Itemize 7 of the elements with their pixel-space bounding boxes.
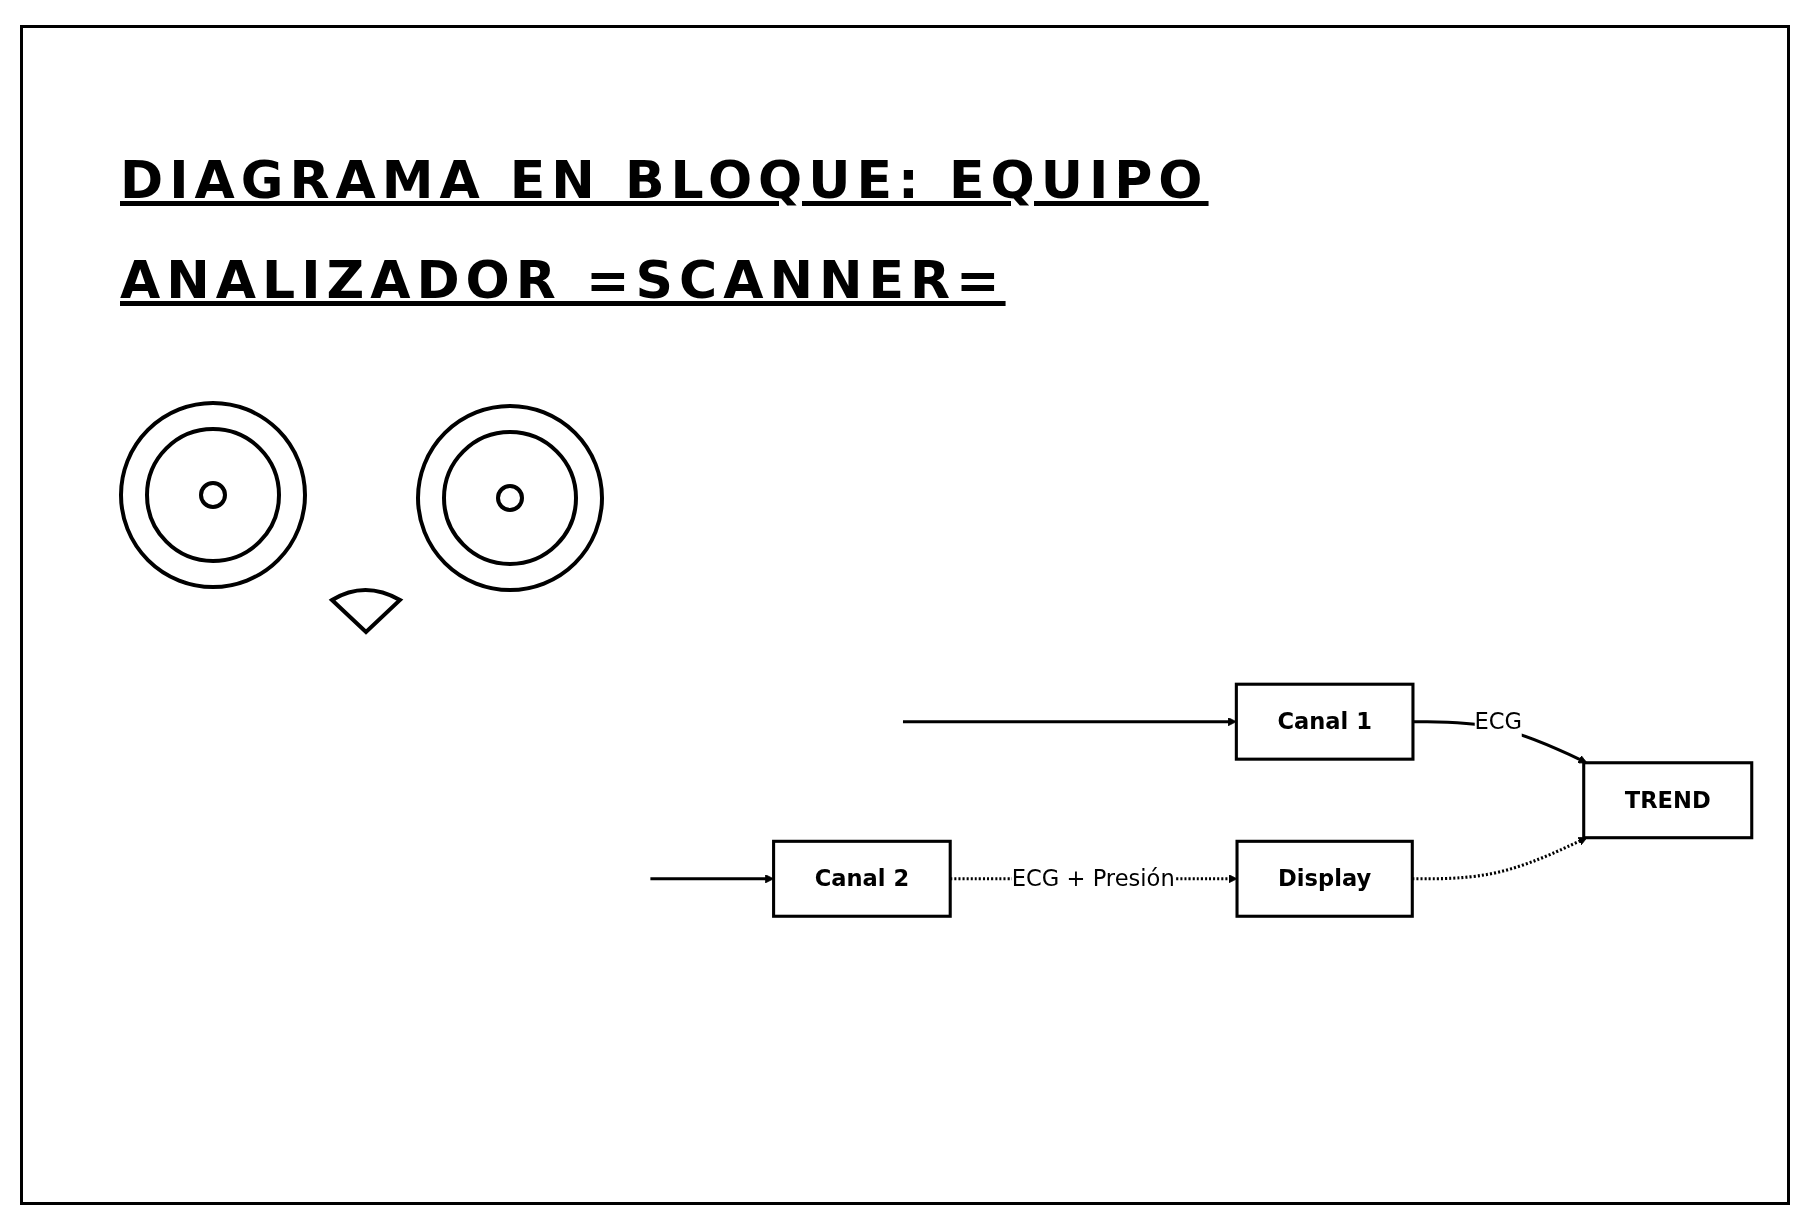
edge-label: ECG + Presión: [1011, 865, 1175, 892]
node-box: Canal 1: [1234, 682, 1415, 761]
diagram-title: DIAGRAMA EN BLOQUE: EQUIPO ANALIZADOR =SCANNER=: [120, 149, 1210, 312]
node-box: TREND: [1582, 761, 1754, 839]
node-box: Canal 2: [772, 839, 952, 918]
node-box: Display: [1235, 839, 1414, 918]
edge-label: ECG: [1474, 708, 1523, 735]
